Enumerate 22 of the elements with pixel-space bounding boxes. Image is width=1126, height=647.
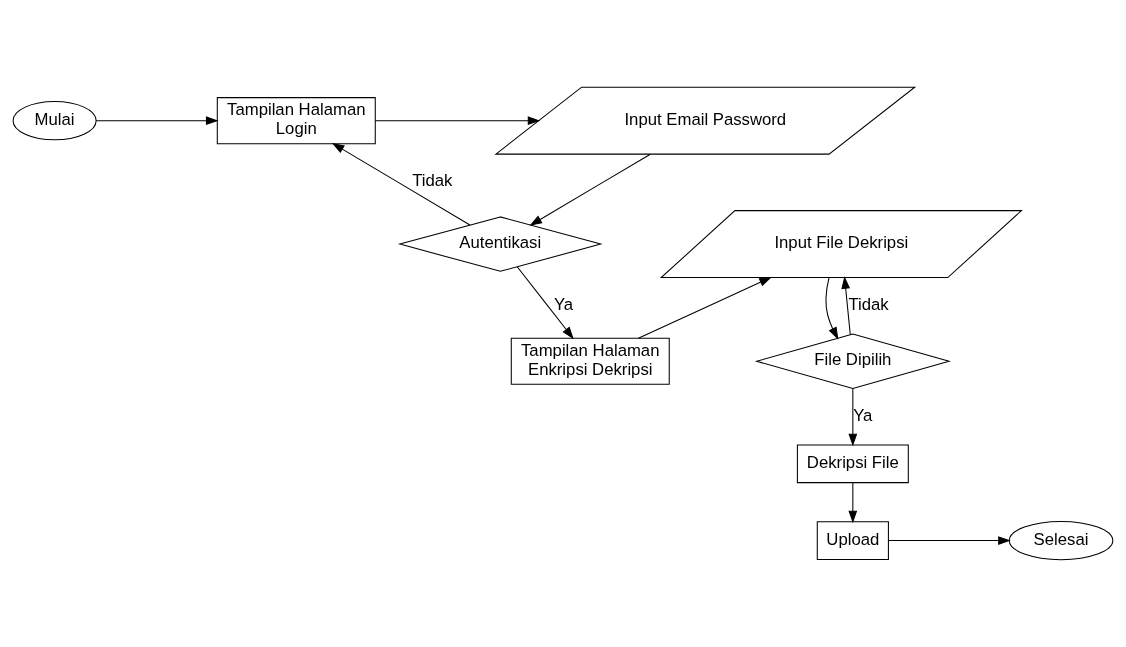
arrow — [637, 277, 772, 339]
edge-label: Ya — [853, 405, 873, 425]
arrow — [848, 482, 858, 524]
edge-label: Ya — [553, 294, 574, 314]
arrow — [331, 142, 471, 226]
arrow — [825, 277, 839, 340]
arrow — [95, 116, 219, 126]
node-box: Tampilan Halaman Enkripsi Dekripsi — [510, 337, 670, 385]
node-box: Tampilan Halaman Login — [216, 97, 376, 145]
node-box: Dekripsi File — [796, 444, 909, 484]
node-box: Upload — [816, 521, 889, 560]
node-ellipse: Selesai — [1008, 520, 1114, 561]
edge-label: Tidak — [848, 294, 889, 314]
node-ellipse: Mulai — [12, 101, 97, 141]
arrow — [529, 153, 651, 226]
node-diamond: File Dipilih — [754, 333, 952, 390]
arrow — [374, 116, 541, 126]
edge-label: Tidak — [412, 171, 453, 191]
arrow — [848, 388, 858, 447]
arrow — [888, 536, 1011, 545]
arrow — [841, 276, 851, 335]
arrow — [516, 266, 574, 340]
